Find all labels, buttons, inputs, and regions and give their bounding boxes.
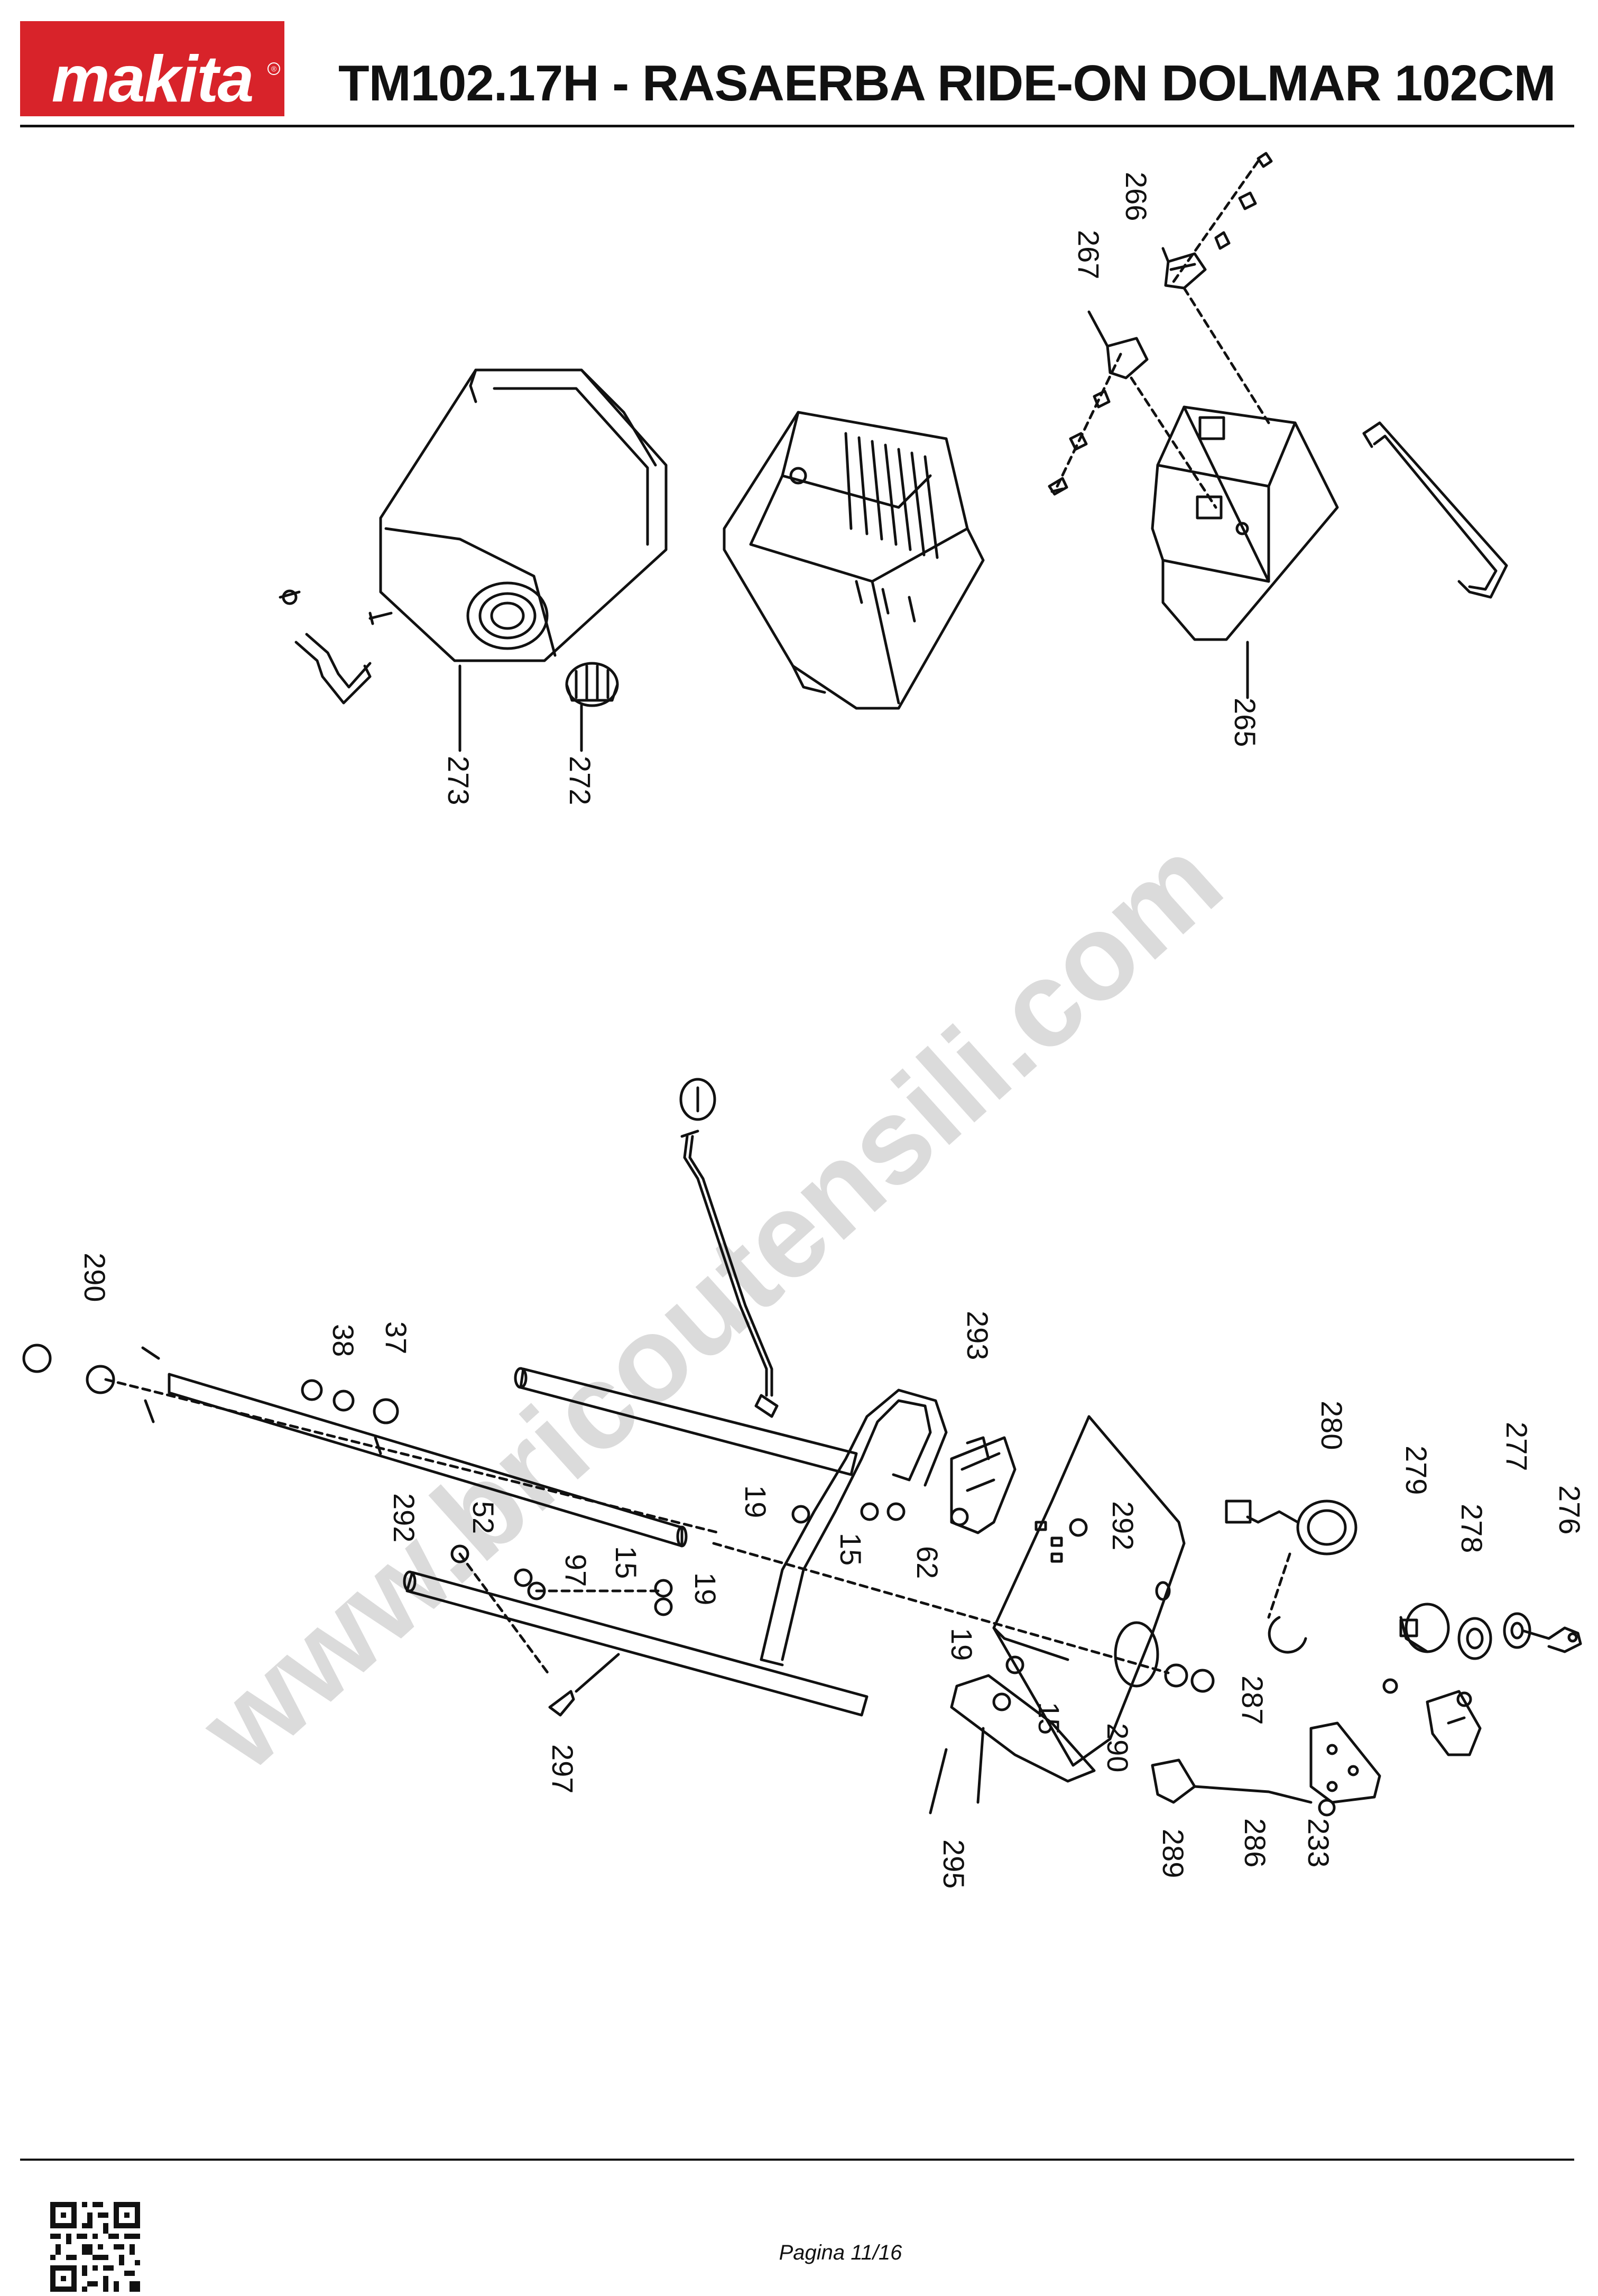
leader-267 [1087,310,1109,348]
watermark-text: www.bricoutensili.com [174,811,1246,1795]
battery-dashed-1 [1169,160,1270,424]
label-295: 295 [937,1839,971,1888]
battery-dashed-2 [1056,353,1217,509]
lever-289 [1151,1758,1196,1804]
label-15-right: 15 [1032,1702,1066,1735]
long-axle [168,1373,688,1548]
throttle-plate-233 [1309,1721,1381,1804]
label-289: 289 [1157,1829,1190,1878]
label-19-right: 19 [945,1628,978,1661]
label-37: 37 [380,1321,413,1354]
fuel-hose [279,589,372,705]
label-277: 277 [1500,1422,1534,1471]
label-273: 273 [442,756,475,805]
leader-266 [1161,247,1170,263]
page-number: Pagina 11/16 [779,2241,902,2264]
frame-dashed-lines [104,1378,1291,1677]
label-38: 38 [327,1324,360,1357]
label-272: 272 [564,756,597,805]
label-266: 266 [1120,172,1153,221]
header-rule [20,125,1574,127]
label-292-left: 292 [387,1493,421,1542]
label-286: 286 [1239,1818,1272,1867]
battery-bolts [1048,152,1273,496]
label-265: 265 [1228,698,1262,747]
side-rail-lower [403,1570,869,1717]
battery-tray [723,411,985,710]
label-19-left: 19 [689,1572,722,1605]
label-276: 276 [1553,1485,1586,1534]
key-switch-280 [1225,1499,1357,1556]
header: makita ® TM102.17H - RASAERBA RIDE-ON DO… [0,0,1598,132]
label-62: 62 [911,1546,944,1579]
side-rail-upper [514,1367,858,1476]
battery [1151,405,1339,641]
label-290-left: 290 [78,1253,112,1302]
ground-cable [679,1078,779,1418]
label-297: 297 [546,1744,579,1793]
label-278: 278 [1455,1504,1489,1553]
label-267: 267 [1072,230,1105,279]
registered-mark-icon: ® [267,62,280,75]
small-bolts [22,1344,1472,1817]
label-52: 52 [467,1501,500,1534]
label-97: 97 [559,1554,593,1587]
page-title: TM102.17H - RASAERBA RIDE-ON DOLMAR 102C… [338,55,1556,112]
seat-switch-bracket-293 [950,1436,1017,1534]
throttle-rod-286 [1193,1785,1313,1804]
label-292-right: 292 [1106,1501,1140,1550]
label-15-mid: 15 [834,1533,867,1566]
fuel-tank [368,368,668,662]
footer-rule [20,2159,1574,2161]
nut-278 [1457,1617,1492,1660]
battery-strap [1362,421,1508,599]
label-233: 233 [1302,1818,1335,1867]
key-276 [1521,1626,1582,1653]
label-279: 279 [1400,1446,1433,1495]
label-280: 280 [1315,1401,1348,1450]
fuel-cap [565,662,619,707]
qr-code-icon [50,2202,140,2292]
label-287: 287 [1236,1675,1269,1725]
ignition-switch-279 [1399,1603,1450,1653]
logo-text: makita [51,43,254,116]
steering-loop-frame [760,1388,948,1667]
circlip-287 [1268,1616,1307,1654]
battery-terminal-cover-267 [1106,337,1149,379]
dashboard-plate [992,1415,1186,1767]
label-15-left: 15 [609,1546,643,1579]
lower-bracket [950,1674,1096,1783]
battery-terminal-cover-266 [1164,252,1207,290]
makita-logo: makita ® [20,21,284,116]
label-290-right: 290 [1101,1723,1134,1772]
label-293: 293 [961,1311,994,1360]
label-19-mid: 19 [739,1485,772,1518]
part-labels: 266 267 265 273 272 290 38 37 293 280 27… [78,172,1586,1888]
pedal-clip [1426,1690,1482,1756]
